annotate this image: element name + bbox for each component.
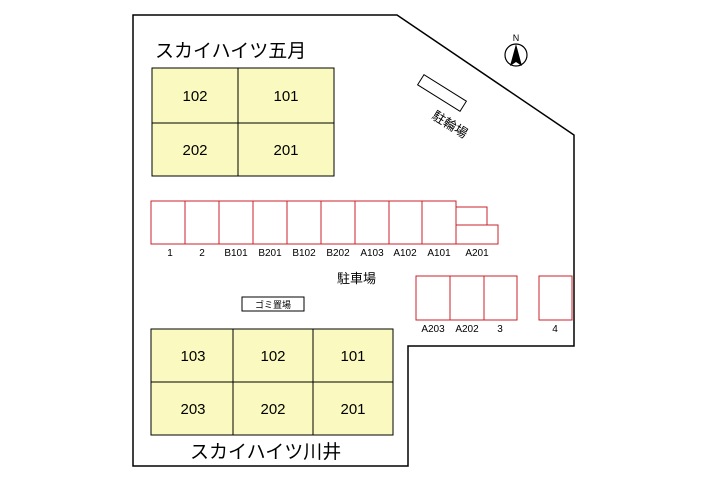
parking-label: 4 bbox=[552, 324, 558, 335]
unit-label: 102 bbox=[182, 88, 207, 105]
parking-space bbox=[449, 275, 485, 321]
parking-label: A201 bbox=[465, 248, 489, 259]
parking-label: B101 bbox=[224, 248, 248, 259]
parking-space bbox=[421, 200, 457, 245]
parking-space bbox=[538, 275, 573, 321]
parking-label: A103 bbox=[360, 248, 384, 259]
parking-label: A102 bbox=[393, 248, 417, 259]
garbage-area-label: ゴミ置場 bbox=[255, 299, 291, 311]
unit-south-101 bbox=[312, 328, 394, 383]
unit-north-201 bbox=[237, 122, 335, 177]
unit-label: 202 bbox=[182, 142, 207, 159]
parking-label: 3 bbox=[497, 324, 503, 335]
unit-south-202 bbox=[232, 381, 314, 436]
unit-north-101 bbox=[237, 67, 335, 124]
parking-space bbox=[184, 200, 220, 245]
parking-space bbox=[286, 200, 322, 245]
south-building-name: スカイハイツ川井 bbox=[190, 441, 341, 463]
parking-space-small bbox=[455, 224, 499, 245]
parking-label: B201 bbox=[258, 248, 282, 259]
parking-area-label: 駐車場 bbox=[337, 272, 376, 287]
parking-space bbox=[320, 200, 356, 245]
unit-label: 201 bbox=[273, 142, 298, 159]
north-arrow-icon: N bbox=[504, 33, 528, 67]
parking-space bbox=[252, 200, 288, 245]
north-building bbox=[151, 67, 335, 177]
unit-label: 202 bbox=[260, 401, 285, 418]
unit-label: 101 bbox=[273, 88, 298, 105]
parking-label: A101 bbox=[427, 248, 451, 259]
north-building-name: スカイハイツ五月 bbox=[155, 40, 306, 62]
parking-label: A202 bbox=[455, 324, 479, 335]
unit-label: 201 bbox=[340, 401, 365, 418]
parking-space bbox=[218, 200, 254, 245]
parking-label: 2 bbox=[199, 248, 205, 259]
unit-north-202 bbox=[151, 122, 239, 177]
parking-label: 1 bbox=[167, 248, 173, 259]
unit-label: 101 bbox=[340, 348, 365, 365]
unit-label: 103 bbox=[180, 348, 205, 365]
parking-space bbox=[150, 200, 186, 245]
parking-space bbox=[415, 275, 451, 321]
unit-north-102 bbox=[151, 67, 239, 124]
parking-label: B102 bbox=[292, 248, 316, 259]
parking-space bbox=[483, 275, 518, 321]
south-building bbox=[150, 328, 394, 436]
parking-row-lower bbox=[415, 275, 573, 321]
unit-label: 102 bbox=[260, 348, 285, 365]
bicycle-parking-shed bbox=[416, 73, 468, 113]
unit-south-201 bbox=[312, 381, 394, 436]
north-marker-label: N bbox=[513, 33, 520, 43]
parking-space bbox=[354, 200, 390, 245]
parking-space-small bbox=[455, 206, 488, 226]
parking-row-upper bbox=[150, 200, 499, 245]
parking-label: B202 bbox=[326, 248, 350, 259]
parking-label: A203 bbox=[421, 324, 445, 335]
garbage-area bbox=[241, 296, 305, 312]
parking-space bbox=[388, 200, 423, 245]
unit-label: 203 bbox=[180, 401, 205, 418]
